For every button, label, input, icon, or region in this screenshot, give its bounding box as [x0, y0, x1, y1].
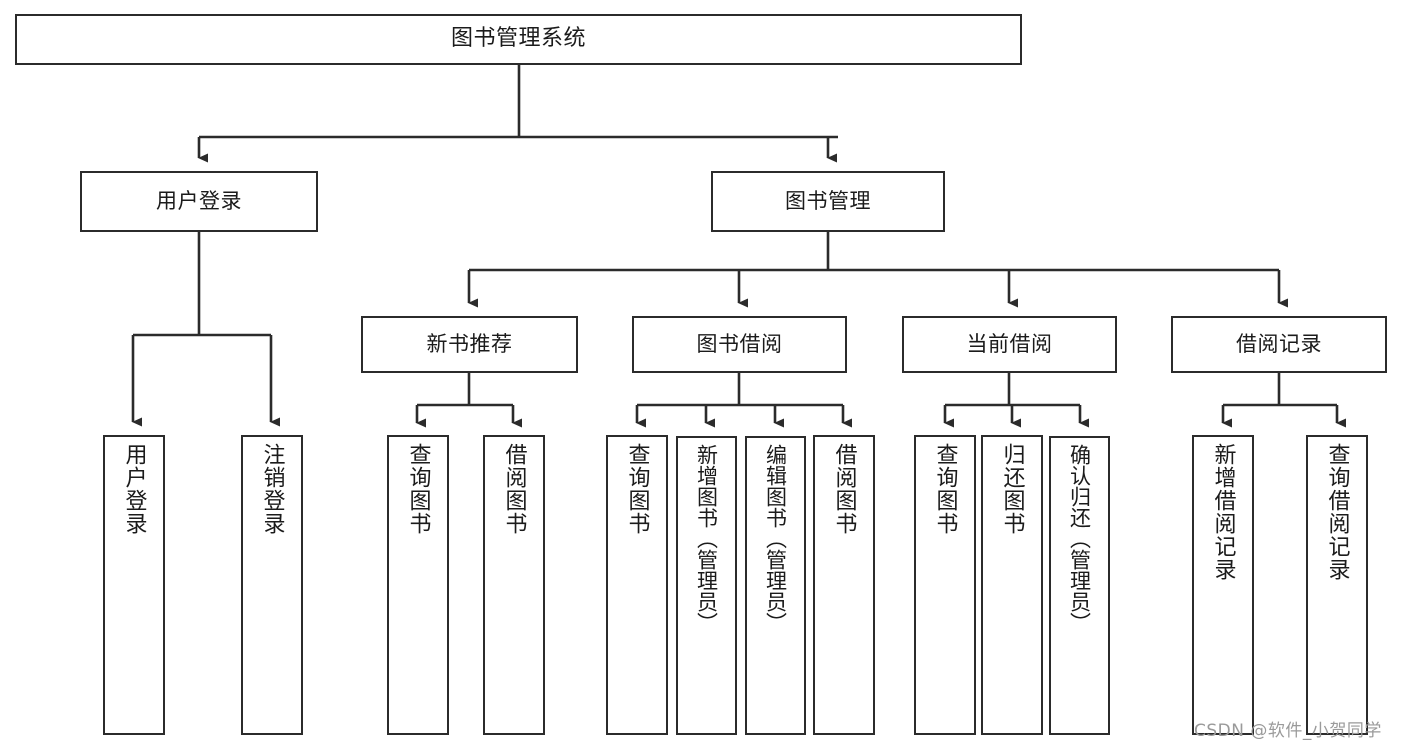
- node-label: 借阅图书: [831, 443, 857, 535]
- node-label: 查询图书: [624, 443, 650, 535]
- node-label: 图书管理: [785, 188, 871, 213]
- node-user-login[interactable]: 用户登录: [80, 171, 318, 232]
- leaf-current-borrow-return-book[interactable]: 归还图书: [981, 435, 1043, 735]
- leaf-book-borrow-query-book[interactable]: 查询图书: [606, 435, 668, 735]
- leaf-new-book-borrow-book[interactable]: 借阅图书: [483, 435, 545, 735]
- node-label: 用户登录: [156, 188, 242, 213]
- node-current-borrow[interactable]: 当前借阅: [902, 316, 1117, 373]
- node-label: 查询图书: [932, 443, 958, 535]
- node-label: 查询借阅记录: [1324, 443, 1350, 581]
- node-label: 确认归还（管理员）: [1067, 444, 1092, 633]
- leaf-logout-login[interactable]: 注销登录: [241, 435, 303, 735]
- node-new-book-recommend[interactable]: 新书推荐: [361, 316, 578, 373]
- node-label: 新书推荐: [426, 331, 513, 356]
- node-label: 新增图书（管理员）: [694, 444, 719, 633]
- leaf-current-borrow-query-book[interactable]: 查询图书: [914, 435, 976, 735]
- leaf-book-borrow-borrow-book[interactable]: 借阅图书: [813, 435, 875, 735]
- node-label: 图书借阅: [696, 331, 783, 356]
- node-label: 新增借阅记录: [1210, 443, 1236, 581]
- node-label: 借阅记录: [1236, 331, 1322, 356]
- node-label: 编辑图书（管理员）: [763, 444, 788, 633]
- node-label: 注销登录: [259, 443, 285, 535]
- node-label: 当前借阅: [966, 331, 1053, 356]
- leaf-borrow-record-add-record[interactable]: 新增借阅记录: [1192, 435, 1254, 735]
- node-label: 查询图书: [405, 443, 431, 535]
- leaf-user-login[interactable]: 用户登录: [103, 435, 165, 735]
- leaf-borrow-record-query-record[interactable]: 查询借阅记录: [1306, 435, 1368, 735]
- node-borrow-record[interactable]: 借阅记录: [1171, 316, 1387, 373]
- watermark-text: CSDN @软件_小贺同学: [1194, 721, 1382, 741]
- leaf-book-borrow-edit-book-admin[interactable]: 编辑图书（管理员）: [745, 436, 806, 735]
- node-label: 图书管理系统: [450, 26, 586, 52]
- node-book-management[interactable]: 图书管理: [711, 171, 945, 232]
- leaf-book-borrow-add-book-admin[interactable]: 新增图书（管理员）: [676, 436, 737, 735]
- node-root-book-management-system[interactable]: 图书管理系统: [15, 14, 1022, 65]
- leaf-new-book-query-book[interactable]: 查询图书: [387, 435, 449, 735]
- node-label: 归还图书: [999, 443, 1025, 535]
- node-label: 借阅图书: [501, 443, 527, 535]
- node-book-borrow[interactable]: 图书借阅: [632, 316, 847, 373]
- node-label: 用户登录: [121, 443, 147, 535]
- leaf-current-borrow-confirm-return-admin[interactable]: 确认归还（管理员）: [1049, 436, 1110, 735]
